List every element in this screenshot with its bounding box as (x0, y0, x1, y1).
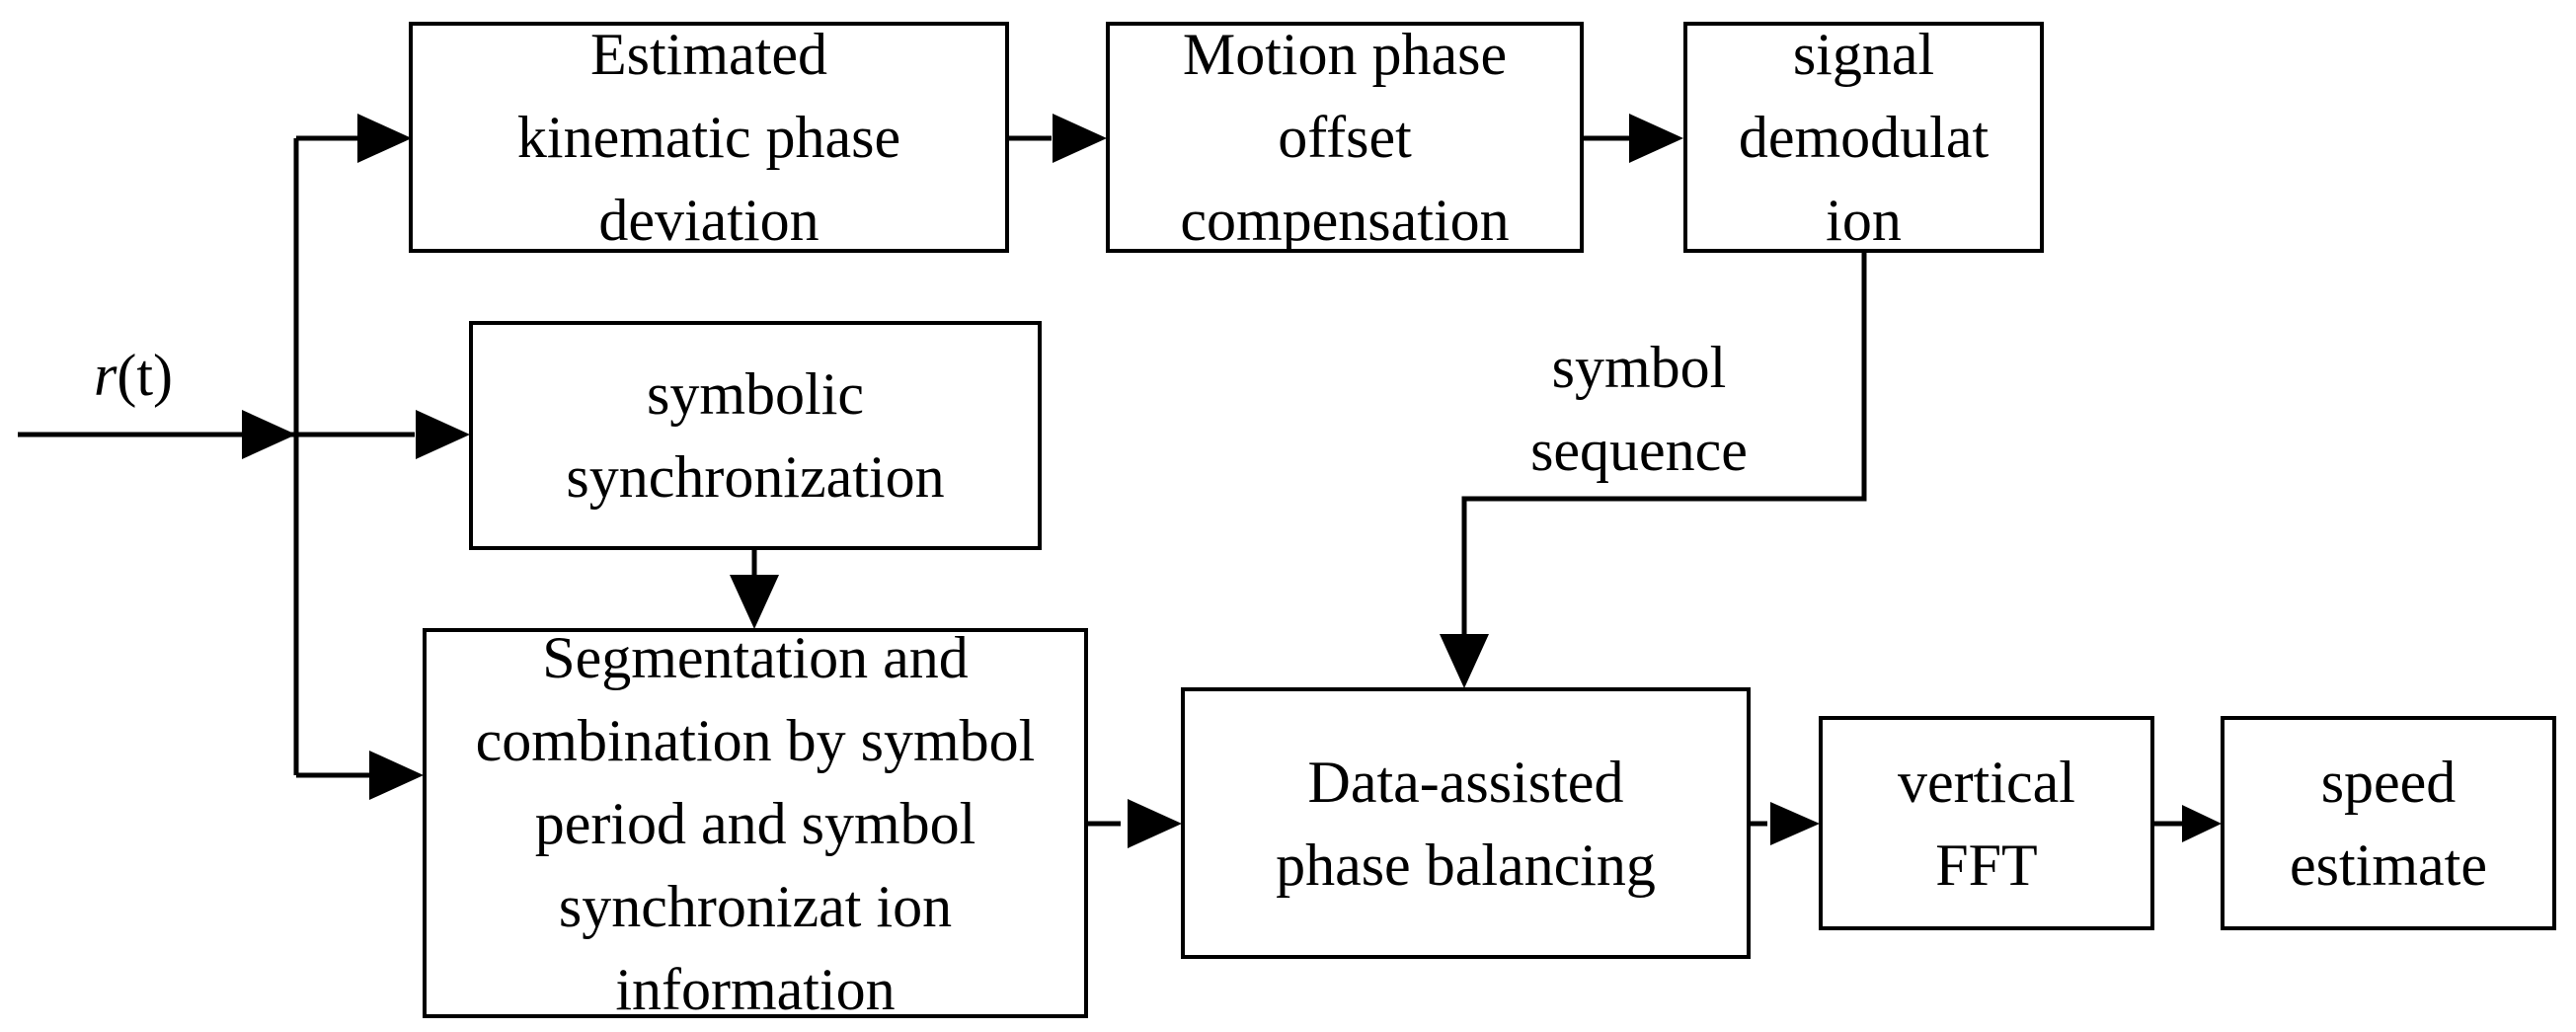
block-line: synchronization (566, 444, 945, 510)
block-line: information (615, 956, 896, 1022)
block-line: symbolic (647, 361, 864, 427)
demod-to-data-assisted (1461, 253, 1867, 637)
edge-label-line: sequence (1530, 418, 1748, 483)
block-line: demodulat (1738, 105, 1990, 170)
block-line: Data-assisted (1307, 749, 1624, 815)
block-line: estimate (2290, 832, 2487, 898)
phase-offset-compensation-block: Motion phase offset compensation (1106, 22, 1584, 253)
block-line: combination by symbol (475, 707, 1036, 773)
arrowhead-segmentation (369, 751, 424, 800)
arrowhead-symbolic-sync (416, 410, 470, 459)
symbolic-synchronization-block: symbolic synchronization (469, 321, 1042, 550)
block-line: Estimated (590, 22, 827, 87)
block-line: period and symbol (534, 790, 976, 856)
symbol-sequence-label: symbol sequence (1511, 326, 1767, 492)
arrowhead-speed (2182, 805, 2222, 842)
arrowhead-fft (1770, 802, 1820, 845)
block-line: vertical (1898, 749, 2075, 815)
input-signal-var: r (94, 343, 117, 408)
arrowhead-sync-down (730, 575, 779, 629)
arrowhead-input-junction (242, 410, 296, 459)
segmentation-combination-block: Segmentation and combination by symbol p… (423, 625, 1088, 1022)
arrowhead-data-assisted-down (1440, 634, 1489, 688)
block-line: compensation (1180, 188, 1510, 253)
block-line: kinematic phase (516, 105, 901, 170)
block-line: FFT (1935, 832, 2038, 898)
estimated-phase-deviation-block: Estimated kinematic phase deviation (409, 22, 1009, 253)
arrowhead-data-assisted (1128, 799, 1182, 848)
signal-demodulation-block: signal demodulat ion (1683, 22, 2044, 253)
edge-label-line: symbol (1551, 335, 1727, 400)
block-line: ion (1826, 188, 1902, 253)
arrowhead-estimated (357, 114, 412, 163)
speed-estimate-block: speed estimate (2221, 716, 2556, 930)
block-line: offset (1278, 105, 1412, 170)
arrowhead-demodulation (1629, 114, 1683, 163)
data-assisted-phase-balancing-block: Data-assisted phase balancing (1181, 687, 1751, 959)
arrowhead-compensation (1053, 114, 1107, 163)
vertical-fft-block: vertical FFT (1819, 716, 2154, 930)
input-signal-label: r(t) (94, 334, 173, 417)
block-line: deviation (598, 188, 820, 253)
block-line: Motion phase (1182, 22, 1508, 87)
block-line: synchronizat ion (558, 873, 953, 939)
block-line: speed (2320, 749, 2457, 815)
block-line: signal (1792, 22, 1935, 87)
block-line: Segmentation and (542, 624, 969, 690)
block-line: phase balancing (1276, 832, 1656, 898)
input-signal-arg: (t) (117, 343, 173, 408)
